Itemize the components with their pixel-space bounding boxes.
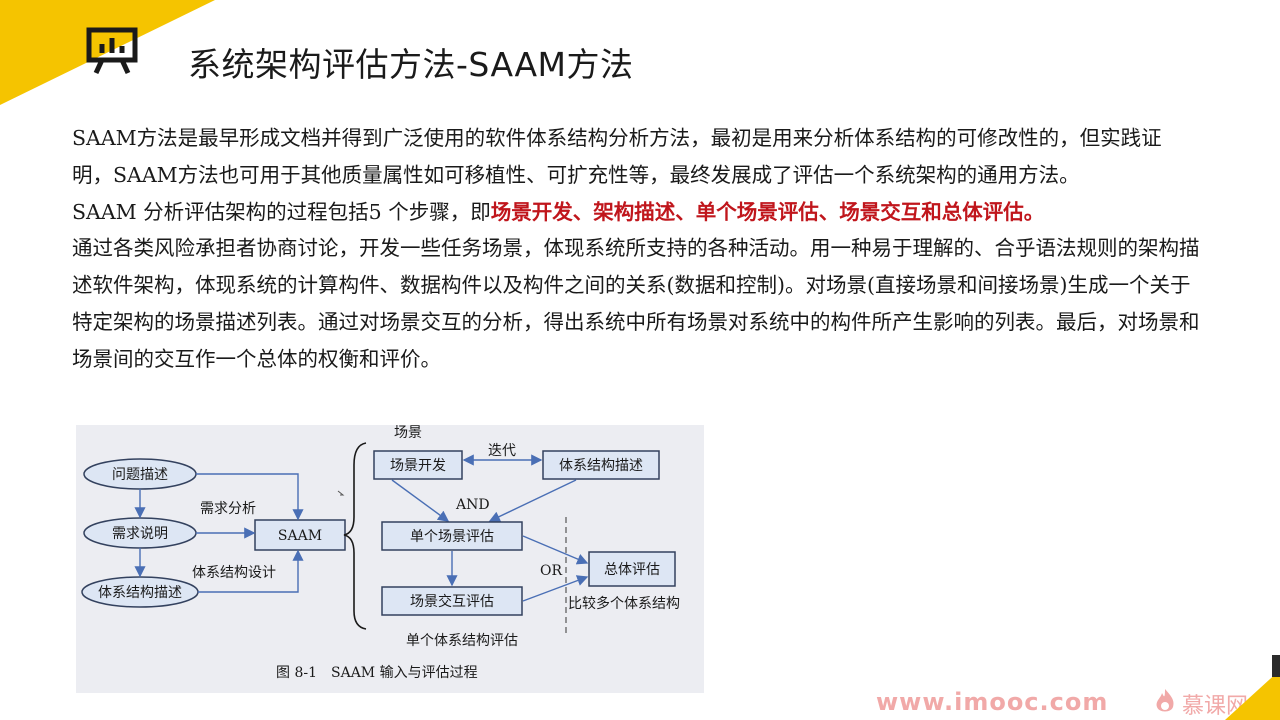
label-single-arch-eval: 单个体系结构评估 <box>406 633 518 649</box>
imooc-flame-icon <box>1156 689 1174 712</box>
footer-url: www.imooc.com <box>876 688 1109 716</box>
paragraph-steps: SAAM 分析评估架构的过程包括5 个步骤，即场景开发、架构描述、单个场景评估、… <box>72 194 1202 231</box>
saam-diagram: 问题描述 需求说明 体系结构描述 SAAM 需求分析 体系结构设计 场景 场景开… <box>81 425 680 681</box>
node-interaction-eval <box>381 586 523 616</box>
slide-title: 系统架构评估方法-SAAM方法 <box>188 45 634 84</box>
node-arch-desc-right <box>542 450 660 480</box>
node-interaction-eval-label: 场景交互评估 <box>410 593 494 610</box>
steps-prefix: SAAM 分析评估架构的过程包括5 个步骤，即 <box>72 199 491 224</box>
edge-marker <box>1272 655 1280 677</box>
figure-caption: 图 8-1 SAAM 输入与评估过程 <box>276 665 478 681</box>
corner-decoration-bottom <box>1225 670 1280 720</box>
label-and: AND <box>455 497 490 513</box>
node-problem-label: 问题描述 <box>112 467 168 483</box>
steps-highlight: 场景开发、架构描述、单个场景评估、场景交互和总体评估。 <box>490 199 1045 224</box>
slide-body: SAAM方法是最早形成文档并得到广泛使用的软件体系结构分析方法，最初是用来分析体… <box>72 120 1202 378</box>
label-compare: 比较多个体系结构 <box>568 595 680 612</box>
node-requirement-label: 需求说明 <box>112 526 168 542</box>
node-scene-dev-label: 场景开发 <box>390 458 446 474</box>
node-scene-dev <box>373 450 463 480</box>
presentation-board-icon <box>86 27 138 75</box>
label-scene: 场景 <box>394 425 422 441</box>
paragraph-process: 通过各类风险承担者协商讨论，开发一些任务场景，体现系统所支持的各种活动。用一种易… <box>72 236 1200 371</box>
node-overall-eval-label: 总体评估 <box>604 562 660 578</box>
node-arch-desc-right-label: 体系结构描述 <box>559 458 643 474</box>
node-single-eval <box>381 521 523 551</box>
label-or: OR <box>540 563 562 579</box>
corner-decoration <box>0 0 215 105</box>
label-iterate: 迭代 <box>488 443 516 459</box>
node-saam-label: SAAM <box>278 528 322 544</box>
paragraph-intro: SAAM方法是最早形成文档并得到广泛使用的软件体系结构分析方法，最初是用来分析体… <box>72 126 1162 187</box>
label-req-analysis: 需求分析 <box>200 501 256 517</box>
node-overall-eval <box>588 551 676 587</box>
node-arch-desc-left-label: 体系结构描述 <box>98 585 182 601</box>
label-arch-design: 体系结构设计 <box>192 565 276 581</box>
node-single-eval-label: 单个场景评估 <box>410 529 494 545</box>
saam-figure: 问题描述 需求说明 体系结构描述 SAAM 需求分析 体系结构设计 场景 场景开… <box>76 425 704 693</box>
